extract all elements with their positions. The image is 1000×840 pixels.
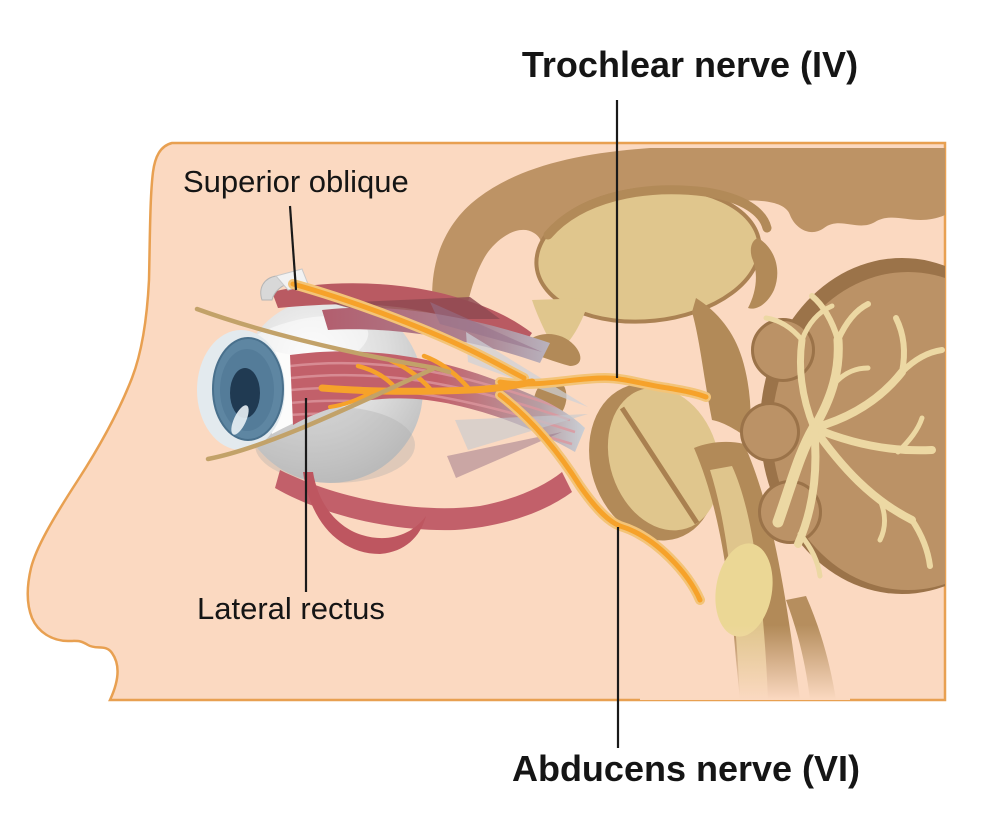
olive [715, 543, 773, 637]
lateral-rectus-label: Lateral rectus [197, 591, 385, 626]
superior-oblique-leader-line [288, 205, 298, 291]
pupil [230, 368, 260, 418]
cranial-nerves [288, 279, 711, 605]
superior-oblique-label: Superior oblique [183, 164, 409, 199]
inferior-oblique-muscle [303, 472, 426, 554]
arbor-vitae [763, 293, 945, 579]
cerebellum [740, 258, 945, 594]
hypothalamus [532, 298, 590, 352]
pons [607, 387, 721, 531]
superior-rectus-tendon [332, 297, 500, 319]
trochlear-nerve-label: Trochlear nerve (IV) [521, 44, 859, 85]
brain-sagittal-section [432, 148, 945, 700]
eyelid-lines [194, 306, 452, 462]
abducens-nerve-label: Abducens nerve (VI) [511, 748, 861, 789]
tendon-fan [430, 302, 588, 478]
upper-eyelid-line [194, 306, 452, 375]
lower-eyelid-line [205, 365, 438, 462]
corpus-callosum-band [432, 148, 945, 329]
midbrain-column [692, 298, 751, 440]
splenium-hook [748, 238, 778, 309]
pupil-highlight [231, 405, 249, 435]
pons-sulcus-line [619, 406, 700, 525]
inferior-rectus-muscle [275, 470, 572, 531]
nerve-cores [290, 281, 709, 603]
brainstem-fade [640, 625, 850, 700]
eyeball-shade [255, 407, 415, 483]
fornix-rim [543, 185, 772, 240]
leader-lines [288, 100, 620, 748]
